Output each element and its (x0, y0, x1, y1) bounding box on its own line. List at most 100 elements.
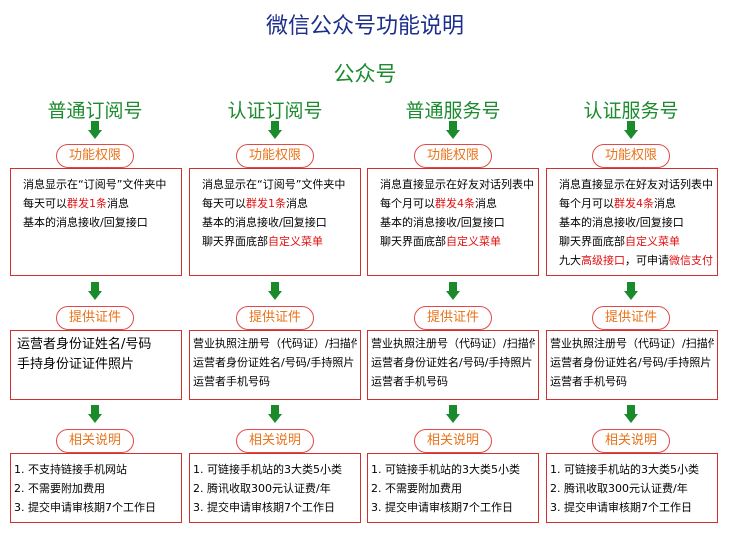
note-item: 3. 提交申请审核期7个工作日 (14, 501, 156, 514)
permission-item: 聊天界面底部自定义菜单 (559, 232, 713, 251)
certificates-box: 营业执照注册号（代码证）/扫描件运营者身份证姓名/号码/手持照片运营者手机号码 (546, 330, 718, 400)
permission-text: 聊天界面底部 (380, 235, 446, 248)
down-arrow-icon (268, 405, 282, 423)
notes-label: 相关说明 (236, 429, 314, 453)
permission-text: 九大 (559, 254, 581, 267)
column-heading: 普通订阅号 (47, 100, 143, 122)
permission-item: 每天可以群发1条消息 (202, 194, 356, 213)
permission-item: 每个月可以群发4条消息 (559, 194, 713, 213)
certificate-item: 运营者身份证姓名/号码/手持照片 (550, 356, 712, 369)
permission-text: 每天可以 (202, 197, 246, 210)
certificates-label: 提供证件 (236, 306, 314, 330)
note-item: 2. 不需要附加费用 (371, 482, 462, 495)
certificate-item: 运营者身份证姓名/号码/手持照片 (193, 356, 355, 369)
down-arrow-icon (446, 282, 460, 300)
permission-text: 每个月可以 (559, 197, 614, 210)
permission-text: 消息 (286, 197, 308, 210)
column-heading: 认证订阅号 (227, 100, 323, 122)
note-item: 1. 不支持链接手机网站 (14, 463, 127, 476)
permission-item: 消息显示在“订阅号”文件夹中 (202, 175, 356, 194)
certificates-label: 提供证件 (56, 306, 134, 330)
permission-text: ，可申请 (625, 254, 669, 267)
permission-item: 基本的消息接收/回复接口 (380, 213, 534, 232)
permission-text: 消息 (654, 197, 676, 210)
certificate-item: 手持身份证证件照片 (17, 357, 135, 372)
certificate-item: 营业执照注册号（代码证）/扫描件 (193, 337, 357, 350)
permission-text: 聊天界面底部 (202, 235, 268, 248)
permission-text: 基本的消息接收/回复接口 (559, 216, 684, 229)
notes-label: 相关说明 (56, 429, 134, 453)
permission-item: 聊天界面底部自定义菜单 (202, 232, 356, 251)
certificates-label: 提供证件 (414, 306, 492, 330)
diagram-subtitle: 公众号 (333, 62, 397, 86)
permission-text: 每天可以 (23, 197, 67, 210)
down-arrow-icon (88, 405, 102, 423)
permission-item: 九大高级接口，可申请微信支付 (559, 251, 713, 270)
column-heading: 普通服务号 (405, 100, 501, 122)
highlight-text: 群发1条 (67, 197, 107, 210)
permission-text: 消息直接显示在好友对话列表中 (559, 178, 713, 191)
certificate-item: 运营者手机号码 (371, 375, 448, 388)
down-arrow-icon (446, 121, 460, 139)
notes-label: 相关说明 (592, 429, 670, 453)
highlight-text: 群发4条 (614, 197, 654, 210)
permission-text: 消息 (107, 197, 129, 210)
permissions-box: 消息显示在“订阅号”文件夹中每天可以群发1条消息基本的消息接收/回复接口 (10, 168, 182, 276)
highlight-text: 群发4条 (435, 197, 475, 210)
permission-text: 基本的消息接收/回复接口 (23, 216, 148, 229)
page-title: 微信公众号功能说明 (265, 14, 464, 39)
highlight-text: 群发1条 (246, 197, 286, 210)
permission-text: 每个月可以 (380, 197, 435, 210)
highlight-text: 自定义菜单 (446, 235, 501, 248)
permission-item: 聊天界面底部自定义菜单 (380, 232, 534, 251)
notes-label: 相关说明 (414, 429, 492, 453)
permission-text: 消息 (475, 197, 497, 210)
certificates-label: 提供证件 (592, 306, 670, 330)
certificates-box: 营业执照注册号（代码证）/扫描件运营者身份证姓名/号码/手持照片运营者手机号码 (189, 330, 361, 400)
permission-text: 基本的消息接收/回复接口 (202, 216, 327, 229)
permission-item: 基本的消息接收/回复接口 (559, 213, 713, 232)
permission-text: 消息直接显示在好友对话列表中 (380, 178, 534, 191)
permission-item: 基本的消息接收/回复接口 (23, 213, 177, 232)
down-arrow-icon (88, 282, 102, 300)
permissions-label: 功能权限 (592, 144, 670, 168)
permission-text: 聊天界面底部 (559, 235, 625, 248)
down-arrow-icon (268, 121, 282, 139)
highlight-text: 微信支付 (669, 254, 713, 267)
down-arrow-icon (624, 121, 638, 139)
note-item: 3. 提交申请审核期7个工作日 (371, 501, 513, 514)
permission-text: 消息显示在“订阅号”文件夹中 (202, 178, 346, 191)
permissions-label: 功能权限 (414, 144, 492, 168)
down-arrow-icon (268, 282, 282, 300)
certificate-item: 营业执照注册号（代码证）/扫描件 (371, 337, 535, 350)
permission-item: 基本的消息接收/回复接口 (202, 213, 356, 232)
note-item: 1. 可链接手机站的3大类5小类 (371, 463, 520, 476)
certificate-item: 运营者手机号码 (550, 375, 627, 388)
permissions-box: 消息直接显示在好友对话列表中每个月可以群发4条消息基本的消息接收/回复接口聊天界… (546, 168, 718, 276)
permission-item: 每天可以群发1条消息 (23, 194, 177, 213)
note-item: 2. 腾讯收取300元认证费/年 (550, 482, 688, 495)
permission-item: 消息直接显示在好友对话列表中 (559, 175, 713, 194)
column-heading: 认证服务号 (583, 100, 679, 122)
certificates-box: 运营者身份证姓名/号码手持身份证证件照片 (10, 330, 182, 400)
highlight-text: 高级接口 (581, 254, 625, 267)
certificate-item: 运营者身份证姓名/号码 (17, 337, 152, 352)
down-arrow-icon (624, 282, 638, 300)
permissions-label: 功能权限 (56, 144, 134, 168)
certificate-item: 营业执照注册号（代码证）/扫描件 (550, 337, 714, 350)
down-arrow-icon (446, 405, 460, 423)
note-item: 1. 可链接手机站的3大类5小类 (550, 463, 699, 476)
highlight-text: 自定义菜单 (625, 235, 680, 248)
permission-text: 消息显示在“订阅号”文件夹中 (23, 178, 167, 191)
permission-item: 消息显示在“订阅号”文件夹中 (23, 175, 177, 194)
note-item: 2. 腾讯收取300元认证费/年 (193, 482, 331, 495)
down-arrow-icon (88, 121, 102, 139)
down-arrow-icon (624, 405, 638, 423)
certificate-item: 运营者手机号码 (193, 375, 270, 388)
note-item: 3. 提交申请审核期7个工作日 (193, 501, 335, 514)
permission-item: 消息直接显示在好友对话列表中 (380, 175, 534, 194)
highlight-text: 自定义菜单 (268, 235, 323, 248)
